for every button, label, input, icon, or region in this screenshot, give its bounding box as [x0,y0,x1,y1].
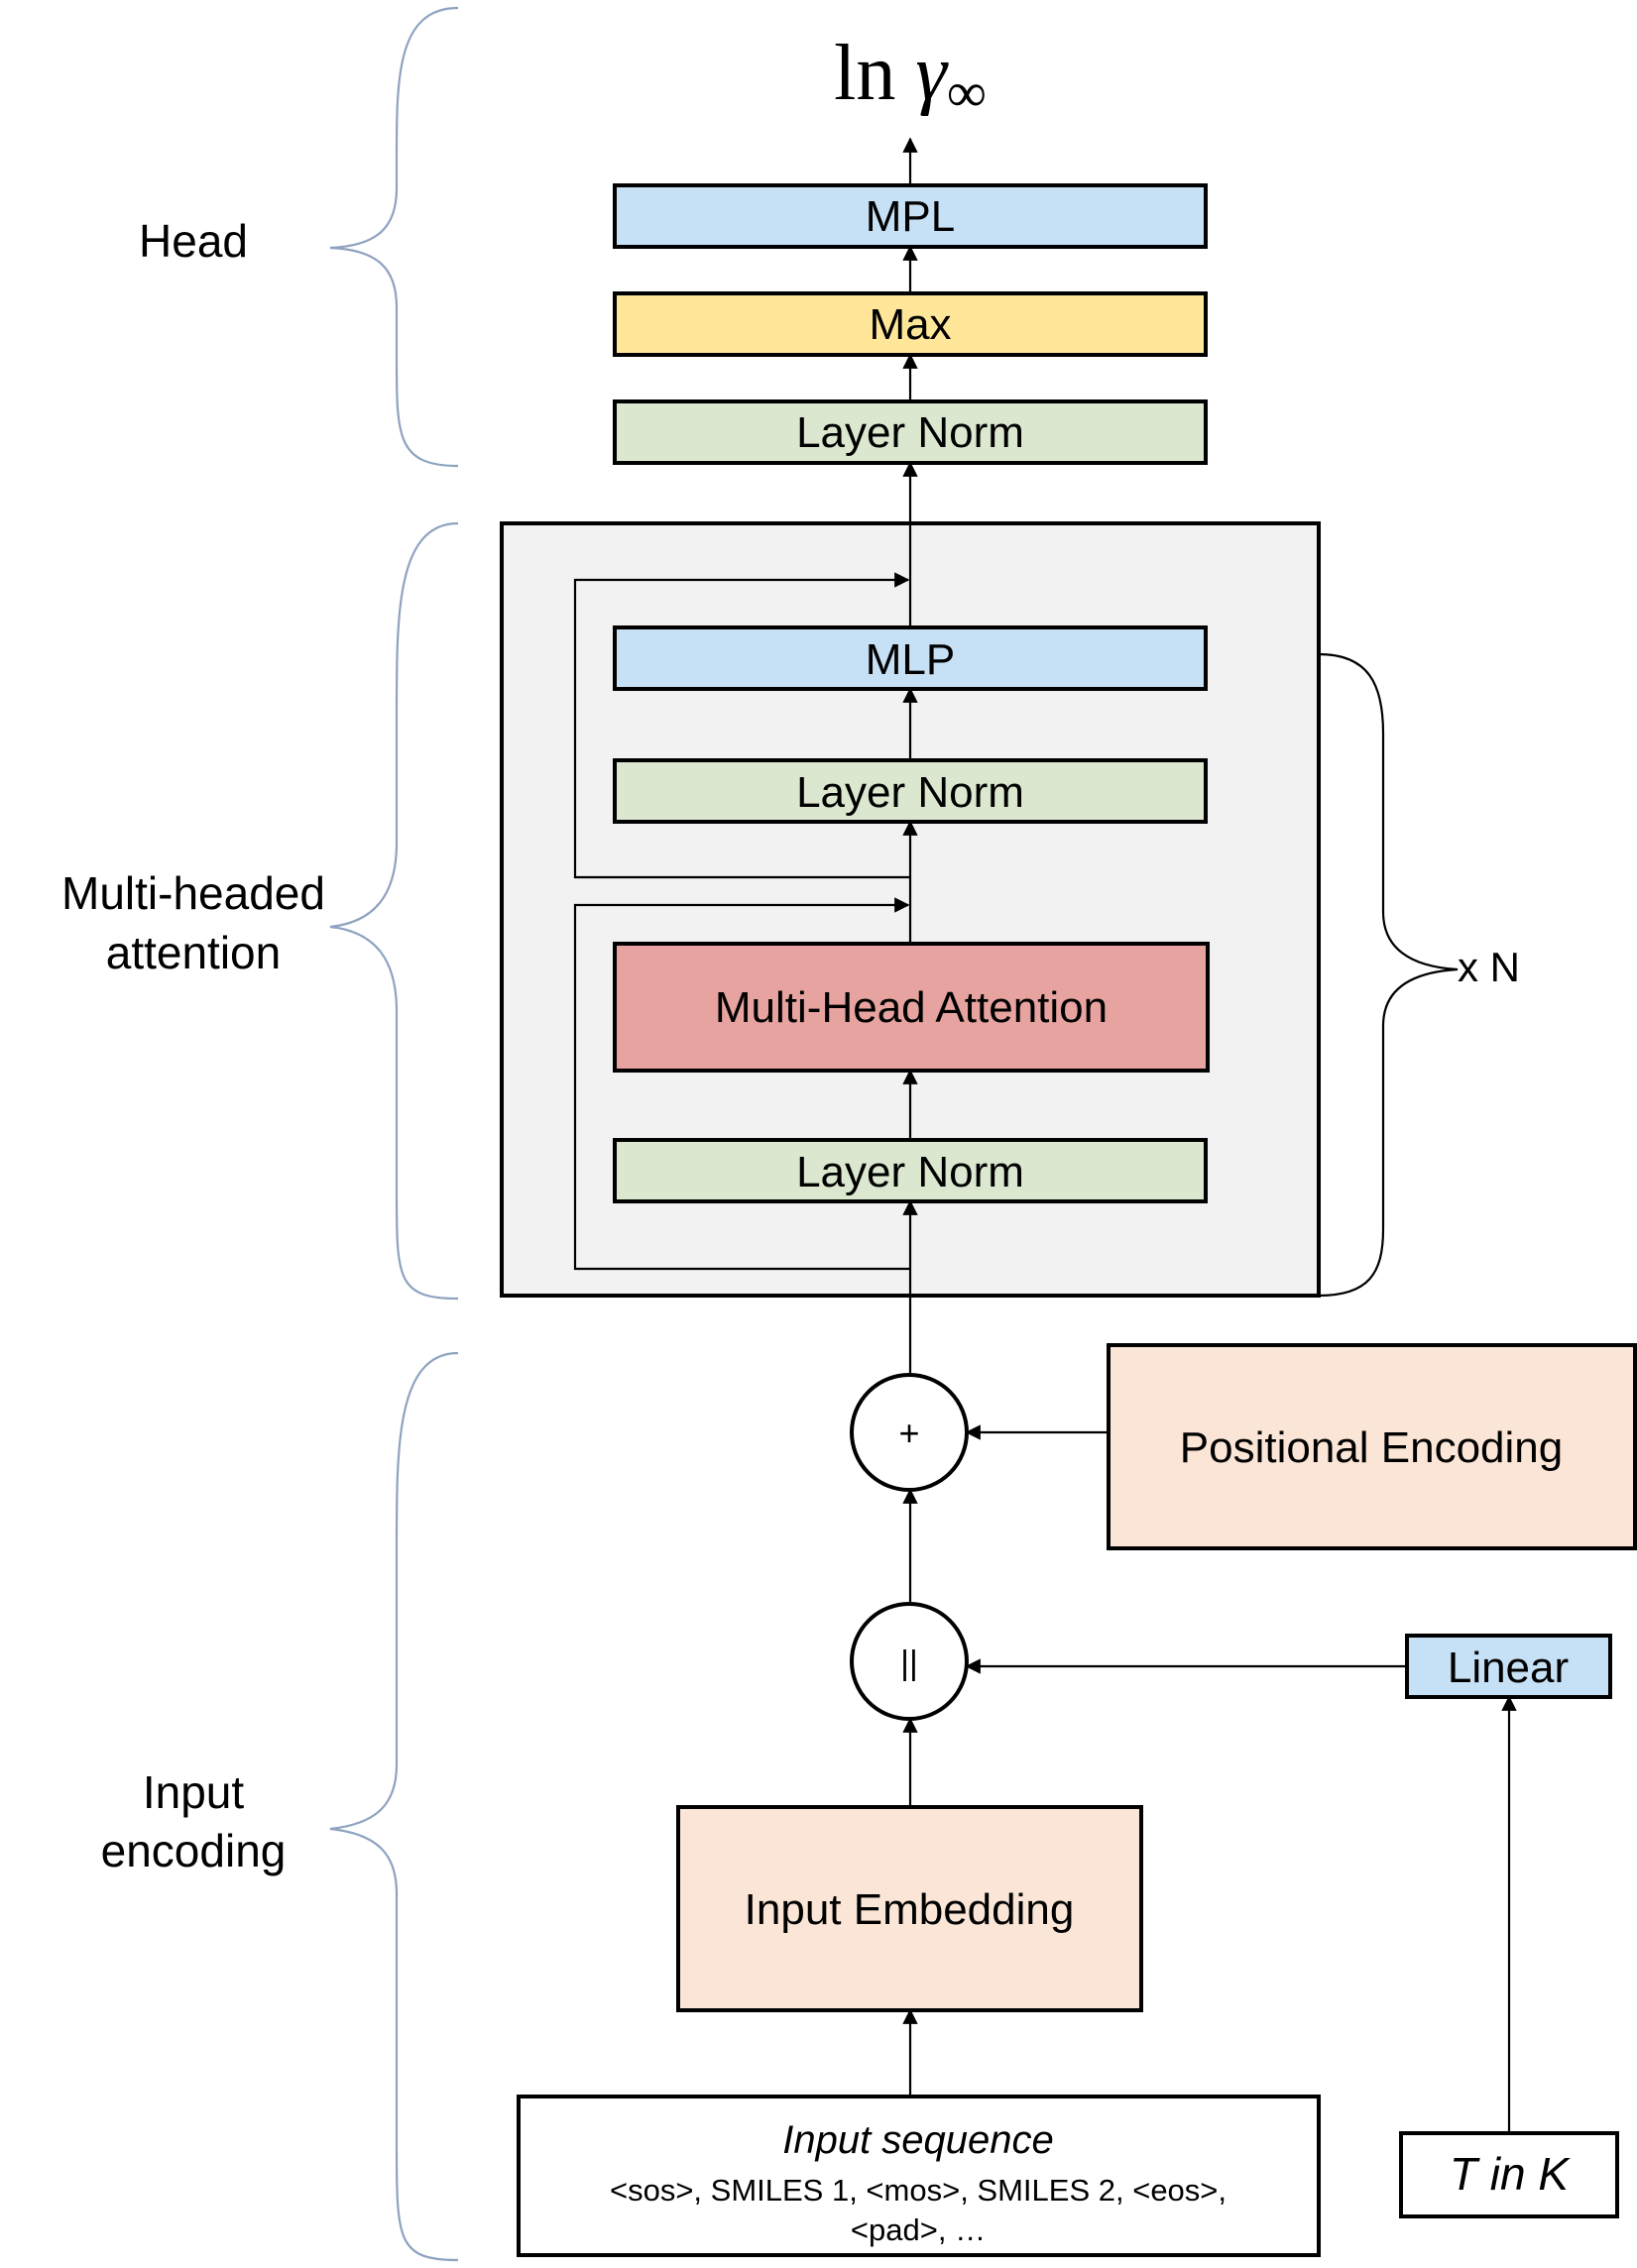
max-label: Max [869,300,951,349]
attention-section-label-line1: Multi-headed [61,867,325,919]
mlp-label: MLP [866,635,955,684]
head-brace [329,6,459,468]
input-encoding-brace [329,1351,459,2262]
positional-encoding-box [1107,1343,1637,1550]
lower-layer-norm-box [613,1138,1208,1203]
head-section-label: Head [139,215,248,267]
input-section-label-line2: encoding [101,1825,287,1876]
upper-layer-norm-label: Layer Norm [796,768,1024,817]
residual-attention [573,897,910,1271]
concat-operator-symbol: || [900,1644,918,1682]
input-section-label-line1: Input [143,1766,245,1818]
input-sequence-line1: <sos>, SMILES 1, <mos>, SMILES 2, <eos>, [610,2173,1227,2208]
mpl-box [613,183,1208,249]
linear-label: Linear [1448,1644,1569,1692]
attention-section-label-line2: attention [106,927,281,978]
upper-layer-norm-box [613,758,1208,824]
input-sequence-box [517,2095,1321,2257]
input-sequence-title: Input sequence [782,2118,1054,2162]
repeat-count-label: x N [1458,944,1520,990]
repeat-brace [1318,652,1459,1298]
head-layer-norm-label: Layer Norm [796,408,1024,457]
temperature-box [1399,2131,1619,2218]
lower-layer-norm-label: Layer Norm [796,1148,1024,1196]
input-sequence-line2: <pad>, … [851,2212,986,2247]
input-embedding-box [676,1805,1143,2012]
multi-head-attention-label: Multi-Head Attention [715,983,1108,1032]
residual-mlp [573,572,910,879]
output-label: ln γ∞ [834,30,987,124]
positional-encoding-label: Positional Encoding [1180,1423,1563,1472]
mpl-label: MPL [866,192,955,241]
add-operator-symbol: + [898,1413,919,1453]
temperature-label: T in K [1450,2148,1571,2200]
attention-brace [329,521,459,1301]
input-embedding-label: Input Embedding [745,1885,1075,1934]
